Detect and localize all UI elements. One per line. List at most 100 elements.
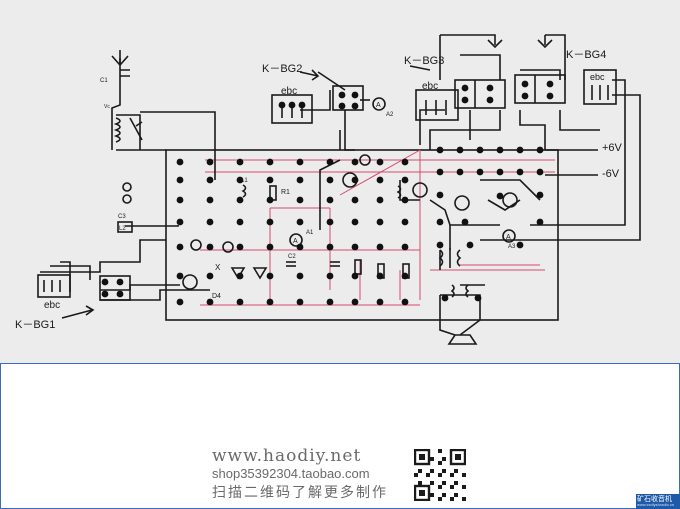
terminal-dot	[546, 92, 554, 100]
terminal-dot	[206, 218, 214, 226]
terminal-dot	[266, 298, 274, 306]
terminal-dots	[101, 80, 554, 306]
terminal-dot	[436, 218, 444, 226]
output-transformer-icon	[450, 284, 470, 298]
terminal-dot	[266, 176, 274, 184]
terminal-dot	[326, 272, 334, 280]
terminal-dot	[516, 146, 524, 154]
qr-module	[438, 449, 442, 453]
terminal-dot	[516, 168, 524, 176]
terminal-dot	[401, 298, 409, 306]
qr-module	[430, 481, 434, 485]
terminal-dot	[351, 272, 359, 280]
shop-link[interactable]: shop35392304.taobao.com	[212, 466, 370, 481]
label-l2: L2	[119, 226, 126, 232]
terminal-dot	[486, 84, 494, 92]
terminal-dot	[296, 298, 304, 306]
qr-module	[426, 473, 430, 477]
arrow-icon	[299, 69, 320, 81]
ammeter-icon	[190, 97, 516, 253]
label-a2: A2	[386, 112, 394, 118]
terminal-dot	[296, 243, 304, 251]
qr-module	[450, 485, 454, 489]
terminal-dot	[101, 278, 109, 286]
coil-icon	[241, 184, 402, 199]
terminal-dot	[296, 176, 304, 184]
terminal-dot	[206, 298, 214, 306]
qr-code-icon	[414, 449, 466, 501]
label-r1: R1	[281, 189, 290, 196]
qr-module	[430, 469, 434, 473]
label-c2: C2	[288, 254, 296, 260]
terminal-dot	[176, 218, 184, 226]
terminal-dot	[206, 176, 214, 184]
terminal-dot	[536, 218, 544, 226]
terminal-dot	[441, 294, 449, 302]
qr-module	[438, 473, 442, 477]
terminal-dot	[376, 158, 384, 166]
socket-bg1	[37, 274, 71, 298]
terminal-dot	[476, 146, 484, 154]
terminal-dot	[236, 196, 244, 204]
terminal-dot	[436, 168, 444, 176]
socket-bg3	[415, 89, 459, 121]
terminal-dot	[206, 272, 214, 280]
terminal-dot	[236, 158, 244, 166]
qr-module	[450, 473, 454, 477]
terminal-dot	[326, 196, 334, 204]
terminal-dot	[521, 80, 529, 88]
label-bg2: K－BG2	[262, 63, 302, 75]
label-vc: Vc	[104, 104, 110, 110]
terminal-dot	[266, 272, 274, 280]
terminal-dot	[461, 218, 469, 226]
terminal-dot	[326, 243, 334, 251]
badge-title: 矿石收音机	[637, 495, 672, 503]
arrow-icon	[409, 65, 431, 71]
terminal-dot	[288, 101, 296, 109]
qr-module	[414, 473, 418, 477]
terminal-dot	[116, 278, 124, 286]
terminal-dot	[116, 290, 124, 298]
tuning-coil-icon	[113, 117, 121, 143]
speaker-icon	[447, 334, 478, 345]
terminal-dot	[401, 176, 409, 184]
qr-module	[418, 481, 422, 485]
terminal-dot	[338, 102, 346, 110]
qr-module	[438, 485, 442, 489]
terminal-dot	[351, 243, 359, 251]
terminal-dot	[461, 84, 469, 92]
arrow-down-icon	[537, 39, 553, 49]
terminal-dot	[236, 272, 244, 280]
qr-module	[454, 493, 458, 497]
terminal-dot	[176, 176, 184, 184]
qr-module	[454, 481, 458, 485]
terminal-dot	[466, 241, 474, 249]
terminal-dot	[461, 96, 469, 104]
jack-icon	[122, 194, 132, 204]
terminal-dot	[296, 272, 304, 280]
terminal-dot	[376, 298, 384, 306]
socket-bg2	[271, 94, 313, 124]
footer-panel	[0, 363, 680, 509]
terminal-dot	[456, 146, 464, 154]
scan-instruction: 扫描二维码了解更多制作	[212, 485, 388, 501]
terminal-dot	[266, 243, 274, 251]
label-bg3: K－BG3	[404, 55, 444, 67]
label-c3: C3	[118, 214, 126, 220]
terminal-dot	[436, 146, 444, 154]
circuit-diagram: K－BG2 ebc K－BG3 ebc K－BG4 ebc K－BG1 ebc …	[15, 34, 641, 345]
label-minus6v: -6V	[602, 168, 620, 180]
label-bg4: K－BG4	[566, 49, 606, 61]
terminal-dot	[351, 91, 359, 99]
qr-module	[442, 457, 446, 461]
label-bg1: K－BG1	[15, 319, 55, 331]
jack-icon	[122, 182, 132, 192]
terminal-dot	[496, 146, 504, 154]
terminal-dot	[486, 96, 494, 104]
terminal-dot	[521, 92, 529, 100]
terminal-dot	[496, 192, 504, 200]
terminal-dot	[326, 298, 334, 306]
website-link[interactable]: www.haodiy.net	[212, 446, 362, 466]
label-d4: D4	[212, 293, 221, 300]
